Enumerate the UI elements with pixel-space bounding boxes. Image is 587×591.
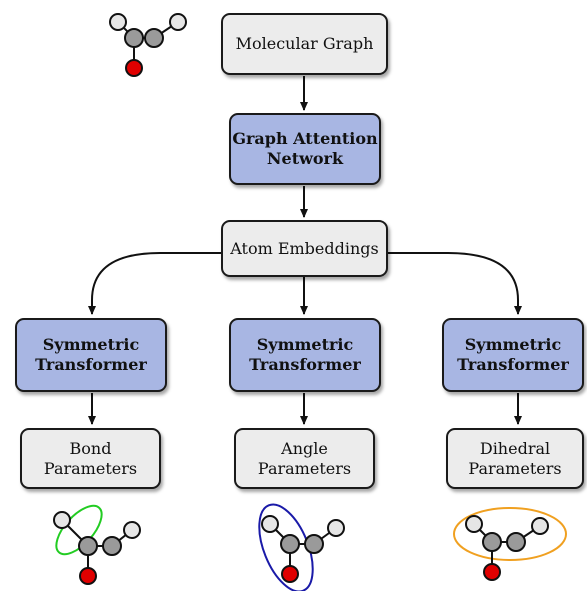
graph-attention-network-node: Graph Attention Network [229, 113, 381, 185]
bond-parameters-label: Bond Parameters [43, 438, 138, 478]
atom-embeddings-label: Atom Embeddings [230, 238, 379, 258]
dihedral-parameters-label: Dihedral Parameters [468, 438, 562, 478]
bond-transformer-node: Symmetric Transformer [15, 318, 167, 392]
angle-parameters-node: Angle Parameters [234, 428, 375, 489]
bond-transformer-label: Symmetric Transformer [35, 335, 147, 374]
bond-parameters-node: Bond Parameters [20, 428, 161, 489]
dihedral-highlight-icon [453, 507, 567, 581]
dihedral-transformer-label: Symmetric Transformer [457, 335, 569, 374]
dihedral-parameters-node: Dihedral Parameters [446, 428, 584, 489]
connectors [88, 76, 522, 425]
arrow-embeddings-to-dihedral-transformer [388, 252, 522, 315]
bond-highlight-icon [53, 504, 141, 585]
molecule-icon [109, 13, 187, 77]
dihedral-transformer-node: Symmetric Transformer [442, 318, 584, 392]
angle-highlight-icon [258, 503, 345, 591]
molecular-graph-label: Molecular Graph [235, 34, 374, 53]
atom-embeddings-node: Atom Embeddings [221, 220, 388, 277]
angle-transformer-node: Symmetric Transformer [229, 318, 381, 392]
angle-parameters-label: Angle Parameters [257, 438, 352, 478]
angle-transformer-label: Symmetric Transformer [249, 335, 361, 374]
graph-attention-network-label: Graph Attention Network [232, 129, 378, 168]
molecular-graph-node: Molecular Graph [221, 13, 388, 75]
arrow-embeddings-to-bond-transformer [88, 252, 222, 315]
